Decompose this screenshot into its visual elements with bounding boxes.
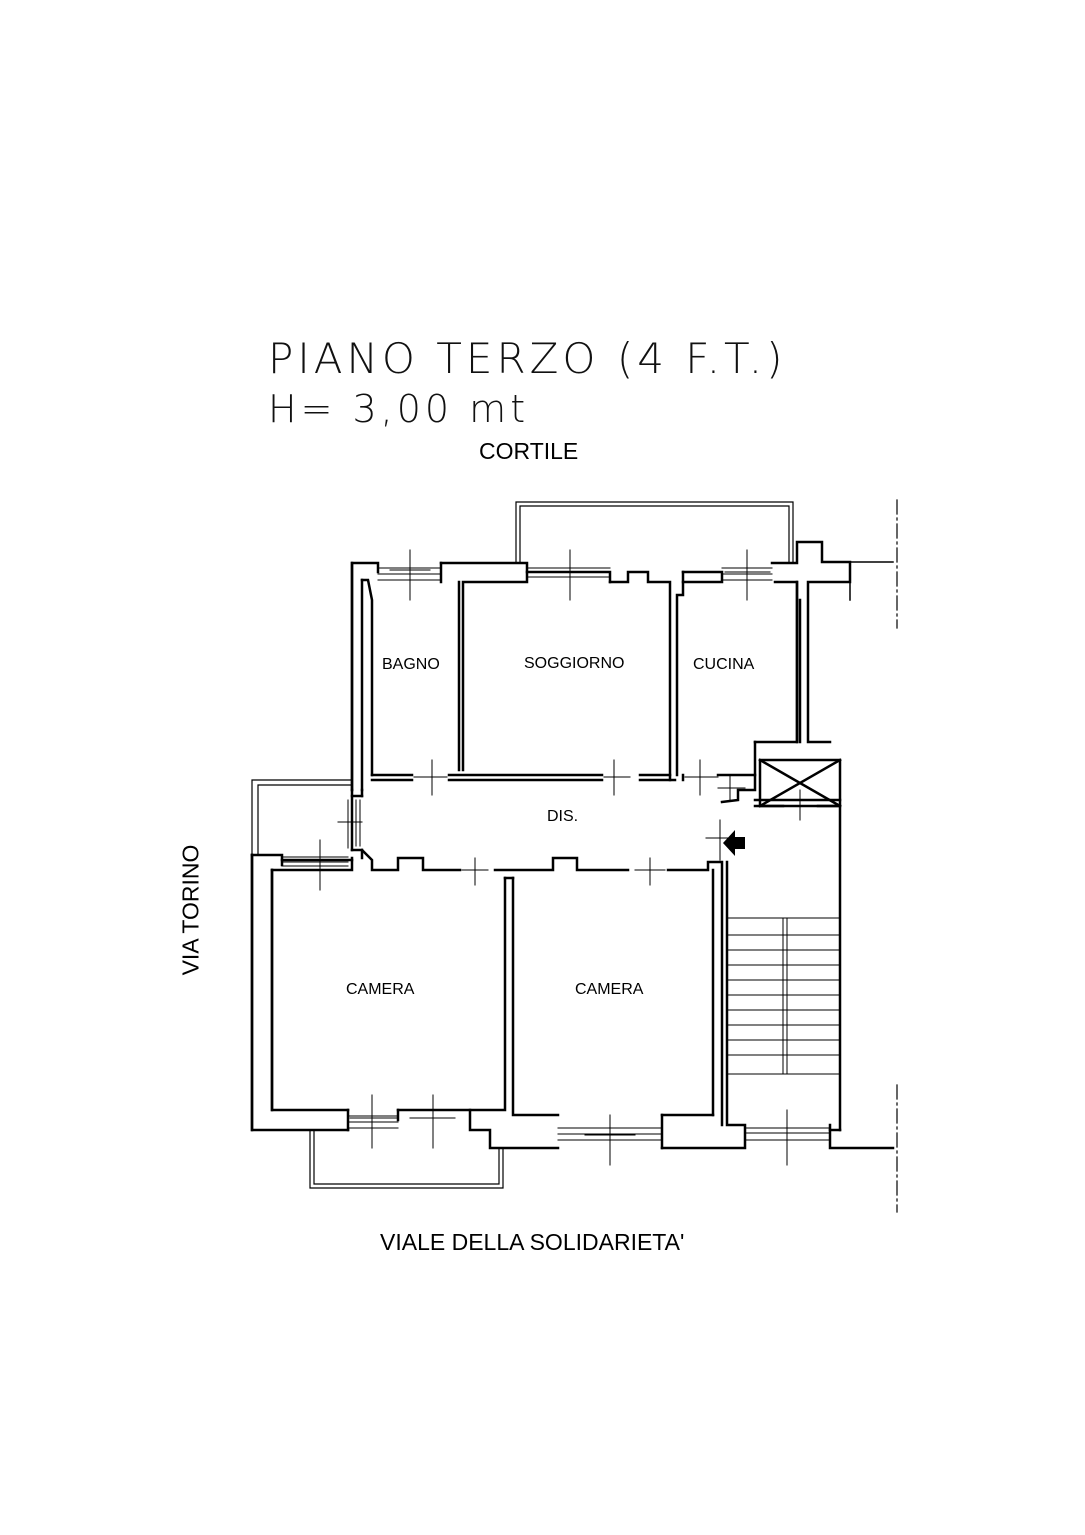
room-label-camera-right: CAMERA xyxy=(575,981,644,998)
room-label-bagno: BAGNO xyxy=(382,656,440,673)
south-balcony xyxy=(309,1129,504,1189)
windows xyxy=(281,549,831,1166)
street-label-west: VIA TORINO xyxy=(177,844,204,976)
north-balcony xyxy=(515,501,794,564)
room-label-cucina: CUCINA xyxy=(693,656,755,673)
plan-title: PIANO TERZO (4 F.T.) xyxy=(268,334,787,383)
room-label-dis: DIS. xyxy=(547,808,579,825)
street-label-south: VIALE DELLA SOLIDARIETA' xyxy=(380,1229,685,1255)
room-label-camera-left: CAMERA xyxy=(346,981,415,998)
street-label-north: CORTILE xyxy=(479,438,579,464)
ceiling-height-label: H= 3,00 mt xyxy=(268,387,530,431)
staircase xyxy=(726,917,841,1075)
entrance-arrow-icon xyxy=(723,830,745,856)
west-balcony xyxy=(251,779,353,856)
room-label-soggiorno: SOGGIORNO xyxy=(524,655,625,672)
